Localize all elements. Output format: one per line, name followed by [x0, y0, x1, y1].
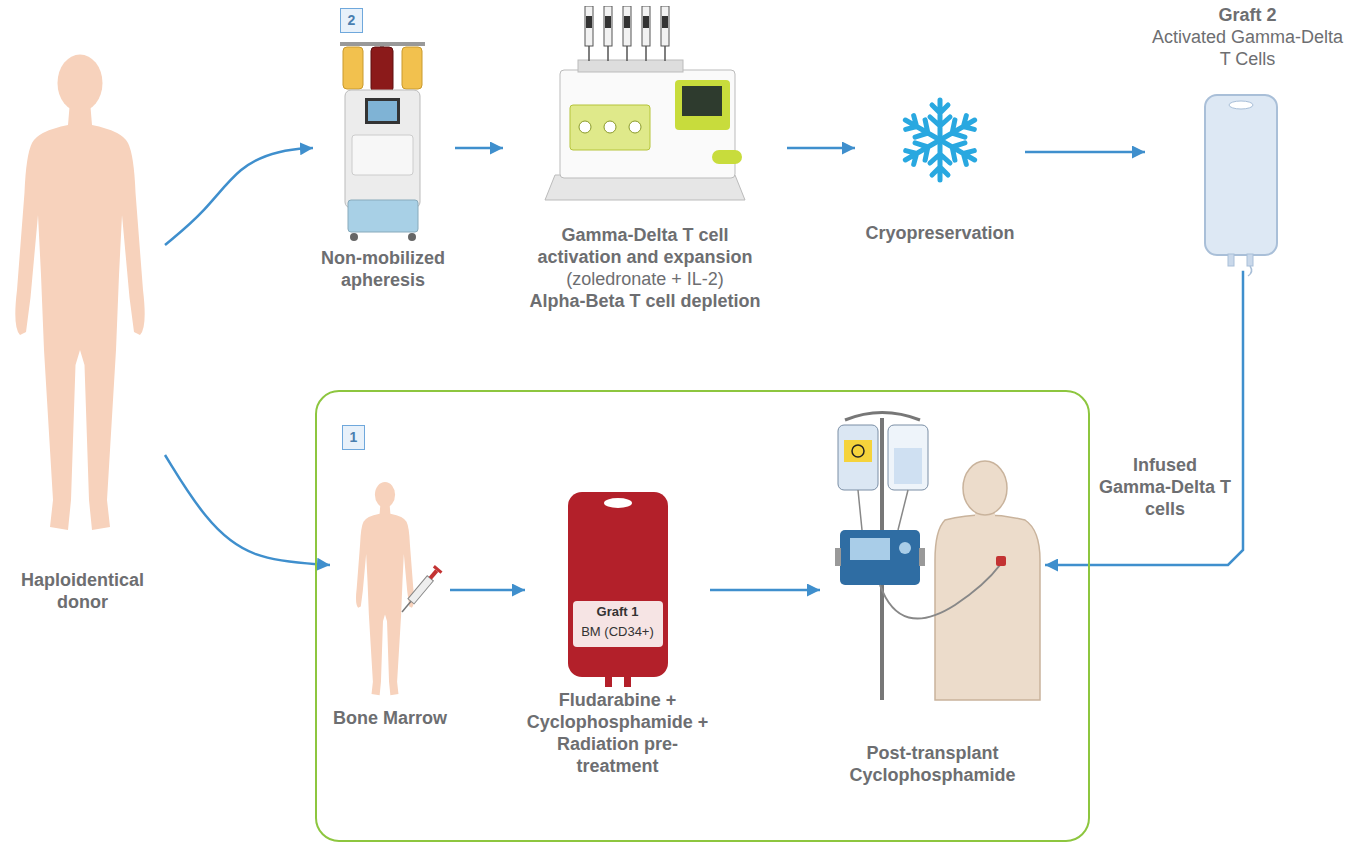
infusion-patient — [844, 440, 872, 462]
apheresis-machine — [352, 135, 413, 175]
bone-marrow-figure — [408, 576, 433, 604]
group-panel: Bone Marrow Graft 1 BM (CD34+) Fludarabine … — [315, 390, 1090, 842]
cell-processing-machine — [642, 6, 650, 61]
apheresis-machine — [343, 47, 363, 89]
snowflake-icon — [900, 111, 945, 148]
step-label: Gamma-Delta T cell activation and expans… — [528, 225, 763, 269]
process-step: Graft 1 BM (CD34+) Fludarabine + Cyclophos… — [525, 485, 710, 778]
infusion-patient — [963, 461, 1007, 515]
callout-number: 2 — [340, 8, 363, 33]
apheresis-machine — [350, 233, 358, 241]
process-step: Graft 2Activated Gamma-Delta T Cells — [1145, 5, 1350, 271]
cell-processing-machine — [604, 6, 612, 61]
graft-2-bag — [1229, 101, 1253, 109]
apheresis-machine — [365, 98, 400, 124]
cell-processing-machine — [675, 80, 730, 130]
process-step: Haploidentical donor — [0, 35, 165, 614]
apheresis-machine — [345, 90, 420, 208]
step-label: Fludarabine + Cyclophosphamide + Radiati… — [525, 690, 710, 778]
flow-arrow — [165, 455, 330, 565]
donor-figure — [15, 55, 144, 531]
infusion-patient — [996, 556, 1006, 566]
infusion-patient — [840, 530, 920, 585]
step-label: Activated Gamma-Delta T Cells — [1145, 27, 1350, 71]
step-label: Non-mobilized apheresis — [313, 248, 453, 292]
cell-processing-machine — [578, 60, 683, 72]
graft-1-bag — [568, 492, 668, 677]
graft-1-bag — [604, 498, 632, 508]
cell-processing-machine — [579, 121, 591, 133]
bone-marrow-figure — [433, 565, 443, 574]
infusion-patient — [838, 425, 878, 490]
step-label: Alpha-Beta T cell depletion — [505, 291, 785, 313]
callout-number: 1 — [342, 425, 365, 450]
infusion-patient — [919, 548, 925, 566]
cell-processing-machine — [661, 6, 669, 61]
cell-processing-machine — [545, 6, 745, 200]
graft-2-bag — [1205, 95, 1277, 276]
apheresis-machine — [340, 42, 425, 241]
infusion-patient — [888, 425, 928, 490]
cell-processing-machine — [682, 86, 722, 116]
apheresis-machine — [408, 233, 416, 241]
step-label: BM (CD34+) — [525, 624, 710, 640]
bone-marrow-figure — [356, 482, 442, 695]
graft-1-bag — [624, 676, 631, 687]
cell-processing-machine — [623, 6, 631, 61]
flow-arrow — [1045, 271, 1243, 565]
graft-2-bag — [1228, 254, 1234, 266]
step-label: Graft 1 — [525, 604, 710, 620]
cell-processing-machine — [629, 121, 641, 133]
flow-arrow — [710, 589, 820, 592]
flow-arrow — [787, 147, 855, 150]
cell-processing-machine — [545, 175, 745, 200]
bone-marrow-figure — [398, 565, 442, 615]
cell-processing-machine — [712, 150, 742, 164]
flow-arrow — [450, 589, 525, 592]
bone-marrow-figure — [402, 601, 411, 612]
step-label: (zoledronate + IL-2) — [505, 269, 785, 291]
apheresis-machine — [371, 47, 393, 92]
apheresis-machine — [402, 47, 422, 89]
graft-2-bag — [1205, 95, 1277, 255]
infusion-patient — [845, 413, 920, 421]
edge-label: Infused Gamma-Delta T cells — [1095, 455, 1235, 521]
infusion-patient — [835, 413, 1040, 701]
snowflake-icon — [900, 100, 979, 180]
step-label: Graft 2 — [1145, 5, 1350, 27]
apheresis-machine — [348, 200, 418, 232]
flow-arrow — [165, 148, 313, 245]
infusion-patient — [899, 542, 911, 554]
graft-2-bag — [1247, 254, 1253, 266]
graft-1-bag — [568, 492, 668, 687]
process-step: Post-transplant Cyclophosphamide — [820, 405, 1045, 787]
infusion-patient — [835, 548, 841, 566]
infusion-patient — [852, 445, 864, 457]
step-label: Bone Marrow — [330, 708, 450, 730]
donor-figure — [15, 55, 144, 531]
graft-2-bag — [1248, 266, 1252, 276]
infusion-patient — [858, 490, 908, 530]
cell-processing-machine — [560, 70, 735, 178]
infusion-patient — [880, 565, 1000, 619]
cell-processing-machine — [585, 6, 593, 61]
bone-marrow-figure — [356, 482, 414, 695]
process-step: Cryopreservation — [855, 95, 1025, 245]
step-label: Post-transplant Cyclophosphamide — [820, 743, 1045, 787]
process-step: Gamma-Delta T cell activation and expans… — [505, 5, 785, 313]
process-step: Bone Marrow — [330, 478, 450, 730]
cell-processing-machine — [604, 121, 616, 133]
process-step: Non-mobilized apheresis — [313, 40, 453, 292]
cell-processing-machine — [570, 105, 650, 150]
step-label: Cryopreservation — [855, 223, 1025, 245]
flow-arrow — [455, 147, 503, 150]
apheresis-machine — [368, 101, 397, 121]
infusion-patient — [894, 448, 922, 484]
bone-marrow-figure — [429, 569, 438, 579]
step-label: Haploidentical donor — [0, 570, 165, 614]
graft-1-bag — [605, 676, 612, 687]
infusion-patient — [850, 538, 890, 560]
flow-arrow — [1025, 151, 1145, 154]
